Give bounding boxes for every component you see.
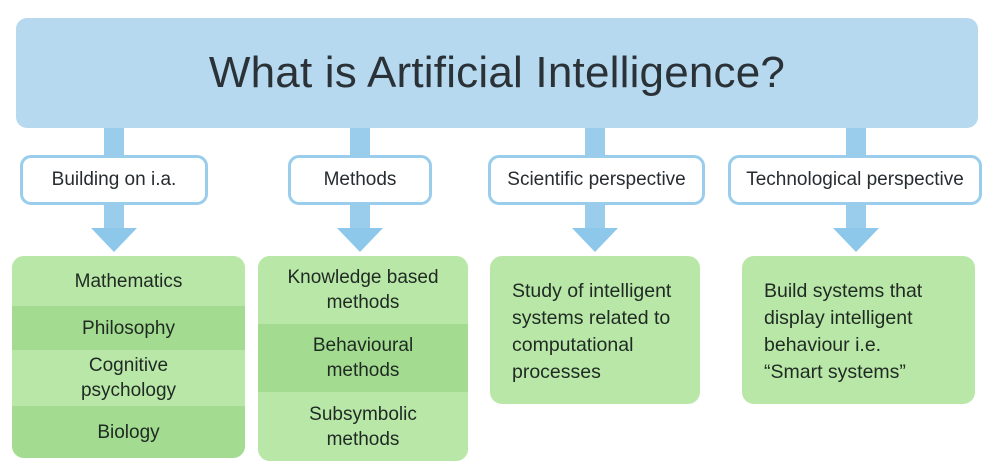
panel-item: Biology bbox=[12, 406, 245, 458]
arrow-head-2 bbox=[337, 228, 383, 252]
panel-item-label: Cognitive psychology bbox=[80, 355, 177, 401]
panel-item-label: Biology bbox=[97, 421, 160, 443]
branch-label-scientific-perspective[interactable]: Scientific perspective bbox=[488, 155, 705, 205]
panel-item: Cognitive psychology bbox=[12, 350, 245, 406]
panel-description: Study of intelligent systems related to … bbox=[512, 280, 672, 383]
branch-panel-technological-perspective: Build systems that display intelligent b… bbox=[742, 256, 975, 404]
branch-label-methods[interactable]: Methods bbox=[288, 155, 432, 205]
branch-label-technological-perspective[interactable]: Technological perspective bbox=[728, 155, 982, 205]
panel-item: Subsymbolic methods bbox=[258, 392, 468, 461]
panel-item: Mathematics bbox=[12, 256, 245, 306]
panel-item-label: Knowledge based methods bbox=[287, 267, 439, 313]
panel-item: Behavioural methods bbox=[258, 324, 468, 392]
branch-label-text: Scientific perspective bbox=[507, 169, 686, 190]
branch-label-building-on-ia[interactable]: Building on i.a. bbox=[20, 155, 208, 205]
panel-item: Knowledge based methods bbox=[258, 256, 468, 324]
page-title: What is Artificial Intelligence? bbox=[208, 48, 786, 97]
panel-item-label: Behavioural methods bbox=[312, 335, 414, 381]
panel-description: Build systems that display intelligent b… bbox=[764, 280, 923, 383]
panel-item-label: Mathematics bbox=[74, 270, 183, 292]
panel-item-label: Philosophy bbox=[82, 317, 175, 339]
panel-item: Philosophy bbox=[12, 306, 245, 350]
branch-label-text: Technological perspective bbox=[746, 169, 964, 190]
branch-label-text: Methods bbox=[323, 169, 397, 190]
panel-item-label: Subsymbolic methods bbox=[309, 403, 417, 450]
arrow-head-4 bbox=[833, 228, 879, 252]
title-banner: What is Artificial Intelligence? bbox=[16, 18, 978, 128]
branch-panel-building-on-ia: Mathematics Philosophy Cognitive psychol… bbox=[12, 256, 245, 458]
branch-panel-methods: Knowledge based methods Behavioural meth… bbox=[258, 256, 468, 461]
branch-label-text: Building on i.a. bbox=[51, 169, 177, 190]
arrow-head-1 bbox=[91, 228, 137, 252]
branch-panel-scientific-perspective: Study of intelligent systems related to … bbox=[490, 256, 700, 404]
arrow-head-3 bbox=[572, 228, 618, 252]
